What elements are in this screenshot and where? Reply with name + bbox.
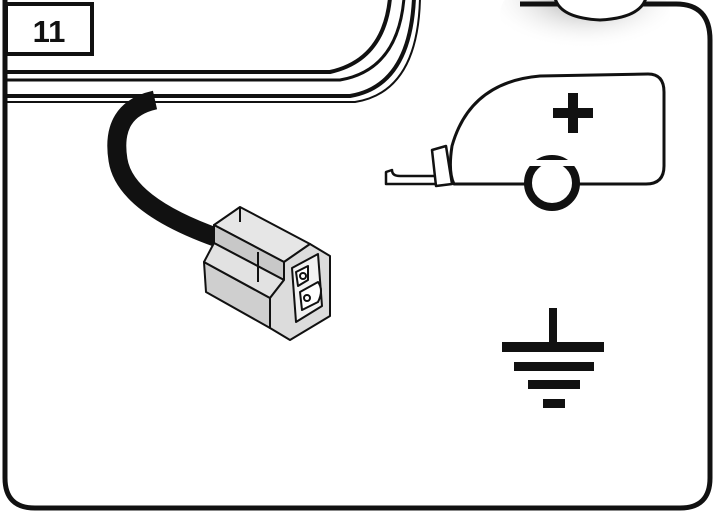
connector-plug-icon [203, 206, 331, 341]
plus-icon [553, 93, 593, 133]
corner-circle [554, 0, 647, 22]
trailer-icon [384, 72, 666, 211]
vehicle-panel-outline [6, 0, 421, 103]
trailer-wheel [524, 155, 580, 211]
cable-icon [107, 90, 222, 247]
ground-symbol-icon [502, 308, 604, 408]
step-number: 11 [33, 14, 66, 49]
step-number-badge: 11 [4, 2, 94, 56]
